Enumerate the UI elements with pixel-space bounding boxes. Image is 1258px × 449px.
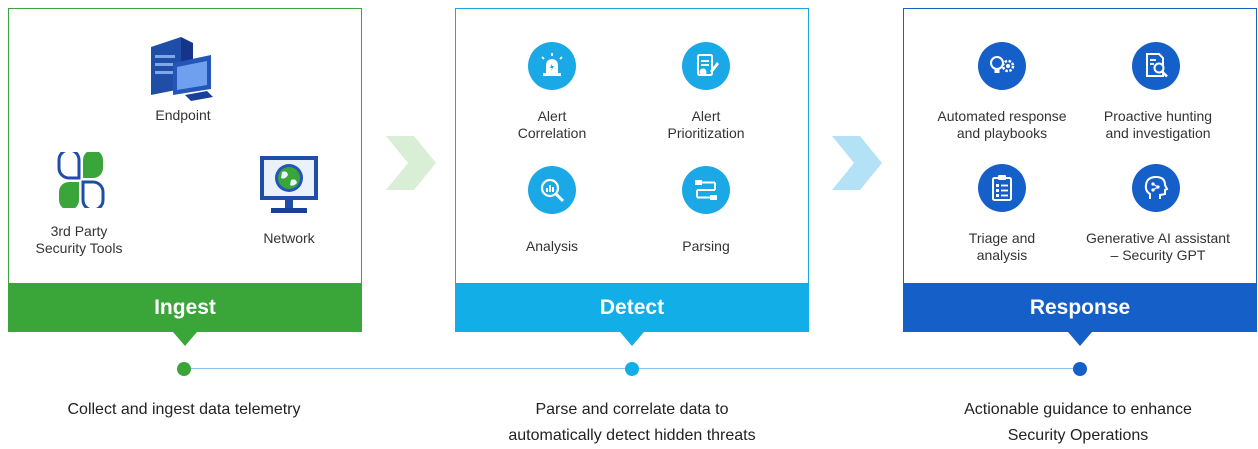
response-panel: Automated response and playbooks Proacti…	[903, 8, 1257, 346]
automated-response-label-line1: Automated response	[937, 108, 1067, 124]
computer-tower-icon	[151, 37, 213, 101]
chevron-right-icon	[386, 136, 436, 190]
third-party-label-line1: 3rd Party	[50, 223, 108, 239]
ai-head-icon	[1132, 164, 1180, 212]
endpoint-label: Endpoint	[155, 107, 211, 123]
detect-description-line1: Parse and correlate data to	[535, 401, 729, 418]
triage-label-line2: analysis	[976, 247, 1028, 263]
response-description-line1: Actionable guidance to enhance	[964, 401, 1192, 418]
globe-monitor-icon	[260, 156, 318, 213]
ingest-box: Endpoint 3rd Party Security Tools Networ…	[8, 8, 362, 284]
detect-box: Alert Correlation Alert Prioritization	[455, 8, 809, 284]
response-description-line2: Security Operations	[1007, 427, 1149, 444]
ingest-dot	[177, 362, 191, 376]
detect-dot	[625, 362, 639, 376]
detect-title: Detect	[455, 284, 809, 332]
document-search-icon	[1132, 42, 1180, 90]
siren-icon	[528, 42, 576, 90]
detect-panel: Alert Correlation Alert Prioritization	[455, 8, 809, 346]
alert-correlation-label-line2: Correlation	[517, 125, 587, 141]
chevron-right-icon	[832, 136, 882, 190]
response-box: Automated response and playbooks Proacti…	[903, 8, 1257, 284]
automated-response-label-line2: and playbooks	[956, 125, 1048, 141]
pipeline-icon	[682, 166, 730, 214]
clipboard-checklist-icon	[978, 164, 1026, 212]
proactive-hunting-label-line2: and investigation	[1105, 125, 1211, 141]
ingest-notch	[173, 332, 197, 346]
clover-tools-icon	[57, 152, 105, 208]
ingest-panel: Endpoint 3rd Party Security Tools Networ…	[8, 8, 362, 346]
ingest-title: Ingest	[8, 284, 362, 332]
proactive-hunting-label-line1: Proactive hunting	[1103, 108, 1213, 124]
bulb-gear-icon	[978, 42, 1026, 90]
alert-prioritization-label-line1: Alert	[691, 108, 721, 124]
third-party-label-line2: Security Tools	[35, 240, 123, 256]
parsing-label: Parsing	[682, 238, 730, 254]
triage-label-line1: Triage and	[968, 230, 1036, 246]
response-title: Response	[903, 284, 1257, 332]
network-label: Network	[263, 230, 315, 246]
detect-description-line2: automatically detect hidden threats	[508, 427, 756, 444]
alert-prioritization-label-line2: Prioritization	[667, 125, 745, 141]
generative-ai-label-line2: – Security GPT	[1110, 247, 1206, 263]
detect-notch	[620, 332, 644, 346]
alert-correlation-label-line1: Alert	[537, 108, 567, 124]
response-dot	[1073, 362, 1087, 376]
ingest-description: Collect and ingest data telemetry	[67, 401, 301, 418]
response-notch	[1068, 332, 1092, 346]
generative-ai-label-line1: Generative AI assistant	[1086, 230, 1230, 246]
magnify-chart-icon	[528, 166, 576, 214]
document-pen-icon	[682, 42, 730, 90]
analysis-label: Analysis	[525, 238, 579, 254]
